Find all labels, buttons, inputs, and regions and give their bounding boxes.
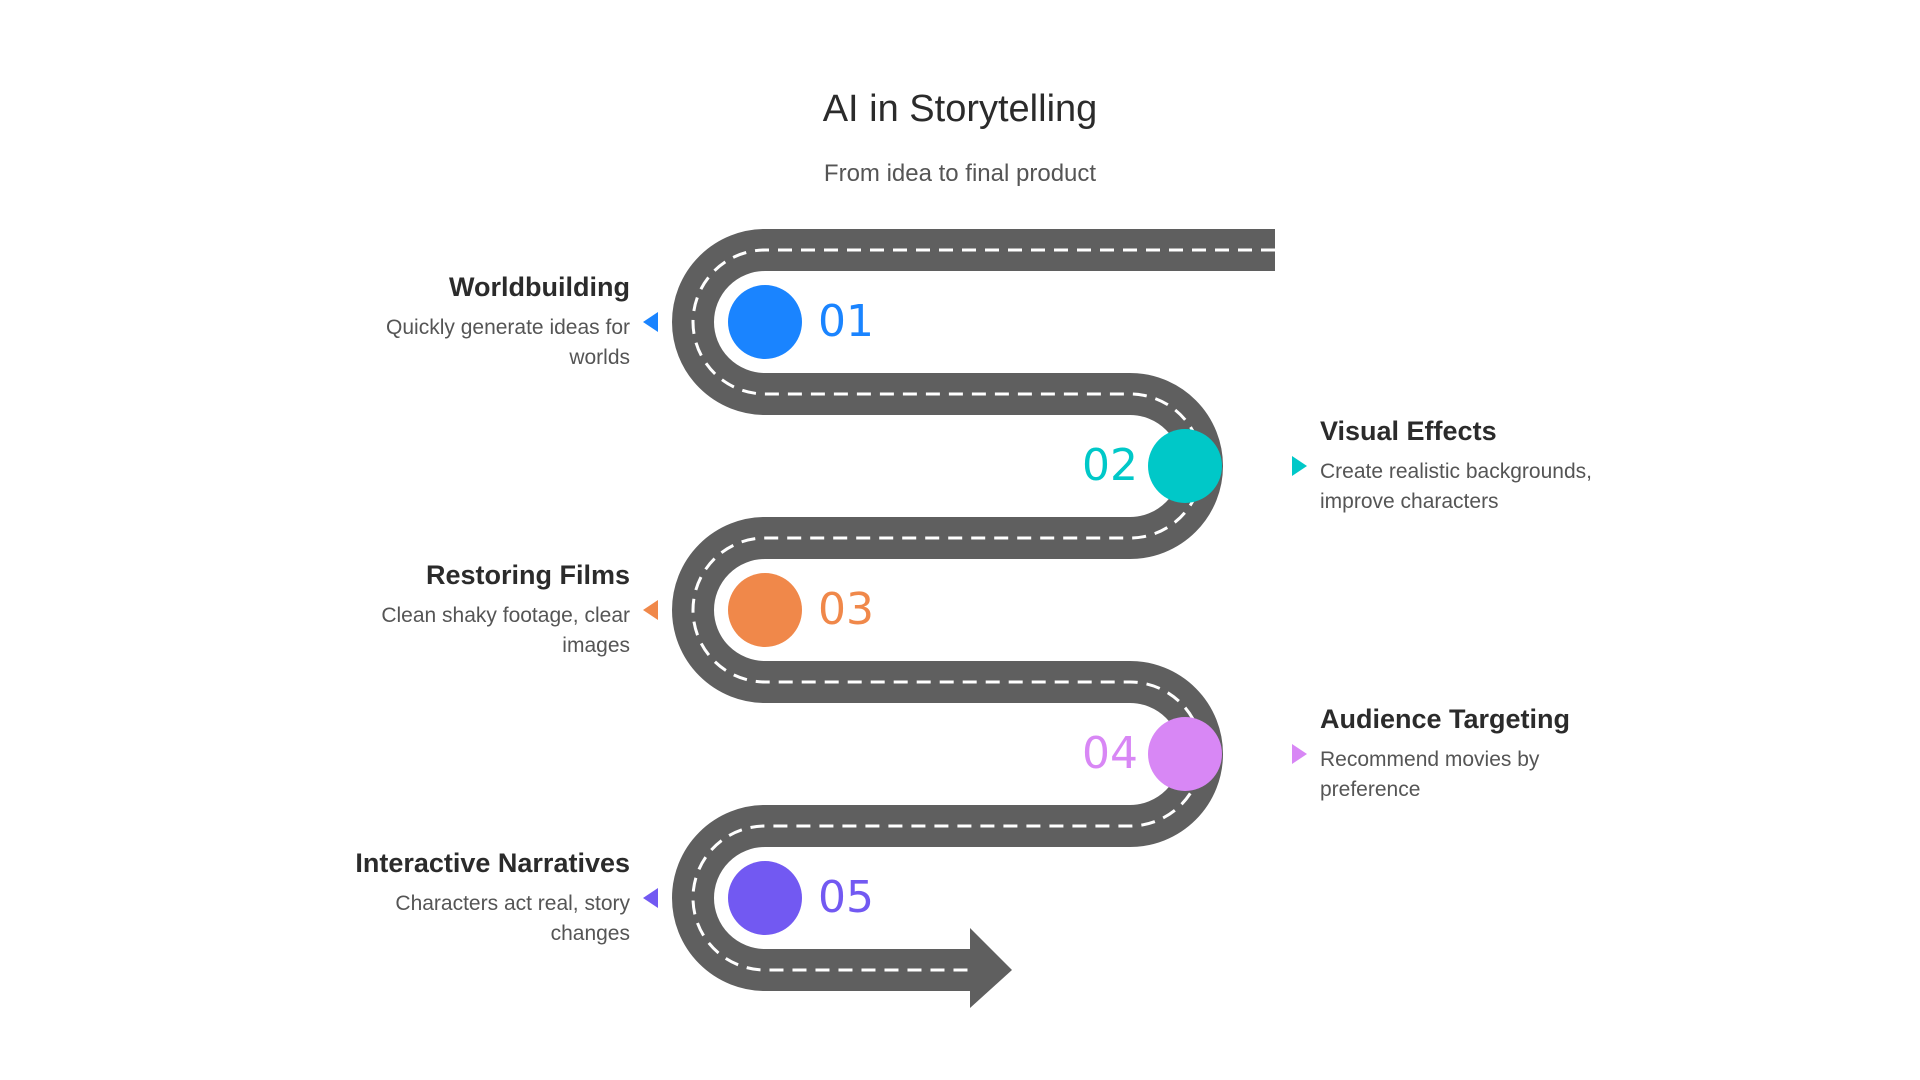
step-1-pointer (643, 312, 658, 332)
step-2-number: 02 (1082, 440, 1138, 491)
step-1-text: Worldbuilding Quickly generate ideas for… (330, 272, 630, 373)
step-5-number: 05 (818, 872, 874, 923)
step-4-heading: Audience Targeting (1320, 704, 1571, 734)
diagram-title: AI in Storytelling (822, 88, 1098, 130)
road-lane-marking (691, 248, 1275, 972)
step-5-circle (728, 861, 802, 935)
road-arrow-head (970, 928, 1012, 1008)
step-3-heading: Restoring Films (425, 560, 630, 590)
step-5-description: Characters act real, story changes (395, 892, 630, 945)
step-1-description: Quickly generate ideas for worlds (386, 316, 630, 369)
step-3-number: 03 (818, 584, 874, 635)
step-2-pointer (1292, 456, 1307, 476)
diagram-subtitle: From idea to final product (823, 160, 1097, 187)
step-2-circle (1148, 429, 1222, 503)
step-4-circle (1148, 717, 1222, 791)
step-2-description: Create realistic backgrounds, improve ch… (1320, 460, 1592, 513)
step-2-text: Visual Effects Create realistic backgrou… (1320, 416, 1640, 517)
step-2-heading: Visual Effects (1320, 416, 1497, 446)
step-4-description: Recommend movies by preference (1320, 748, 1540, 801)
step-3-description: Clean shaky footage, clear images (381, 604, 630, 657)
step-3-circle (728, 573, 802, 647)
step-3-pointer (643, 600, 658, 620)
step-1-number: 01 (818, 296, 874, 347)
step-1-heading: Worldbuilding (449, 272, 630, 302)
step-5-text: Interactive Narratives Characters act re… (330, 848, 630, 949)
step-1-circle (728, 285, 802, 359)
step-3-text: Restoring Films Clean shaky footage, cle… (330, 560, 630, 661)
step-5-heading: Interactive Narratives (355, 848, 630, 878)
step-4-number: 04 (1082, 728, 1138, 779)
step-4-pointer (1292, 744, 1307, 764)
step-5-pointer (643, 888, 658, 908)
step-4-text: Audience Targeting Recommend movies by p… (1320, 704, 1640, 805)
